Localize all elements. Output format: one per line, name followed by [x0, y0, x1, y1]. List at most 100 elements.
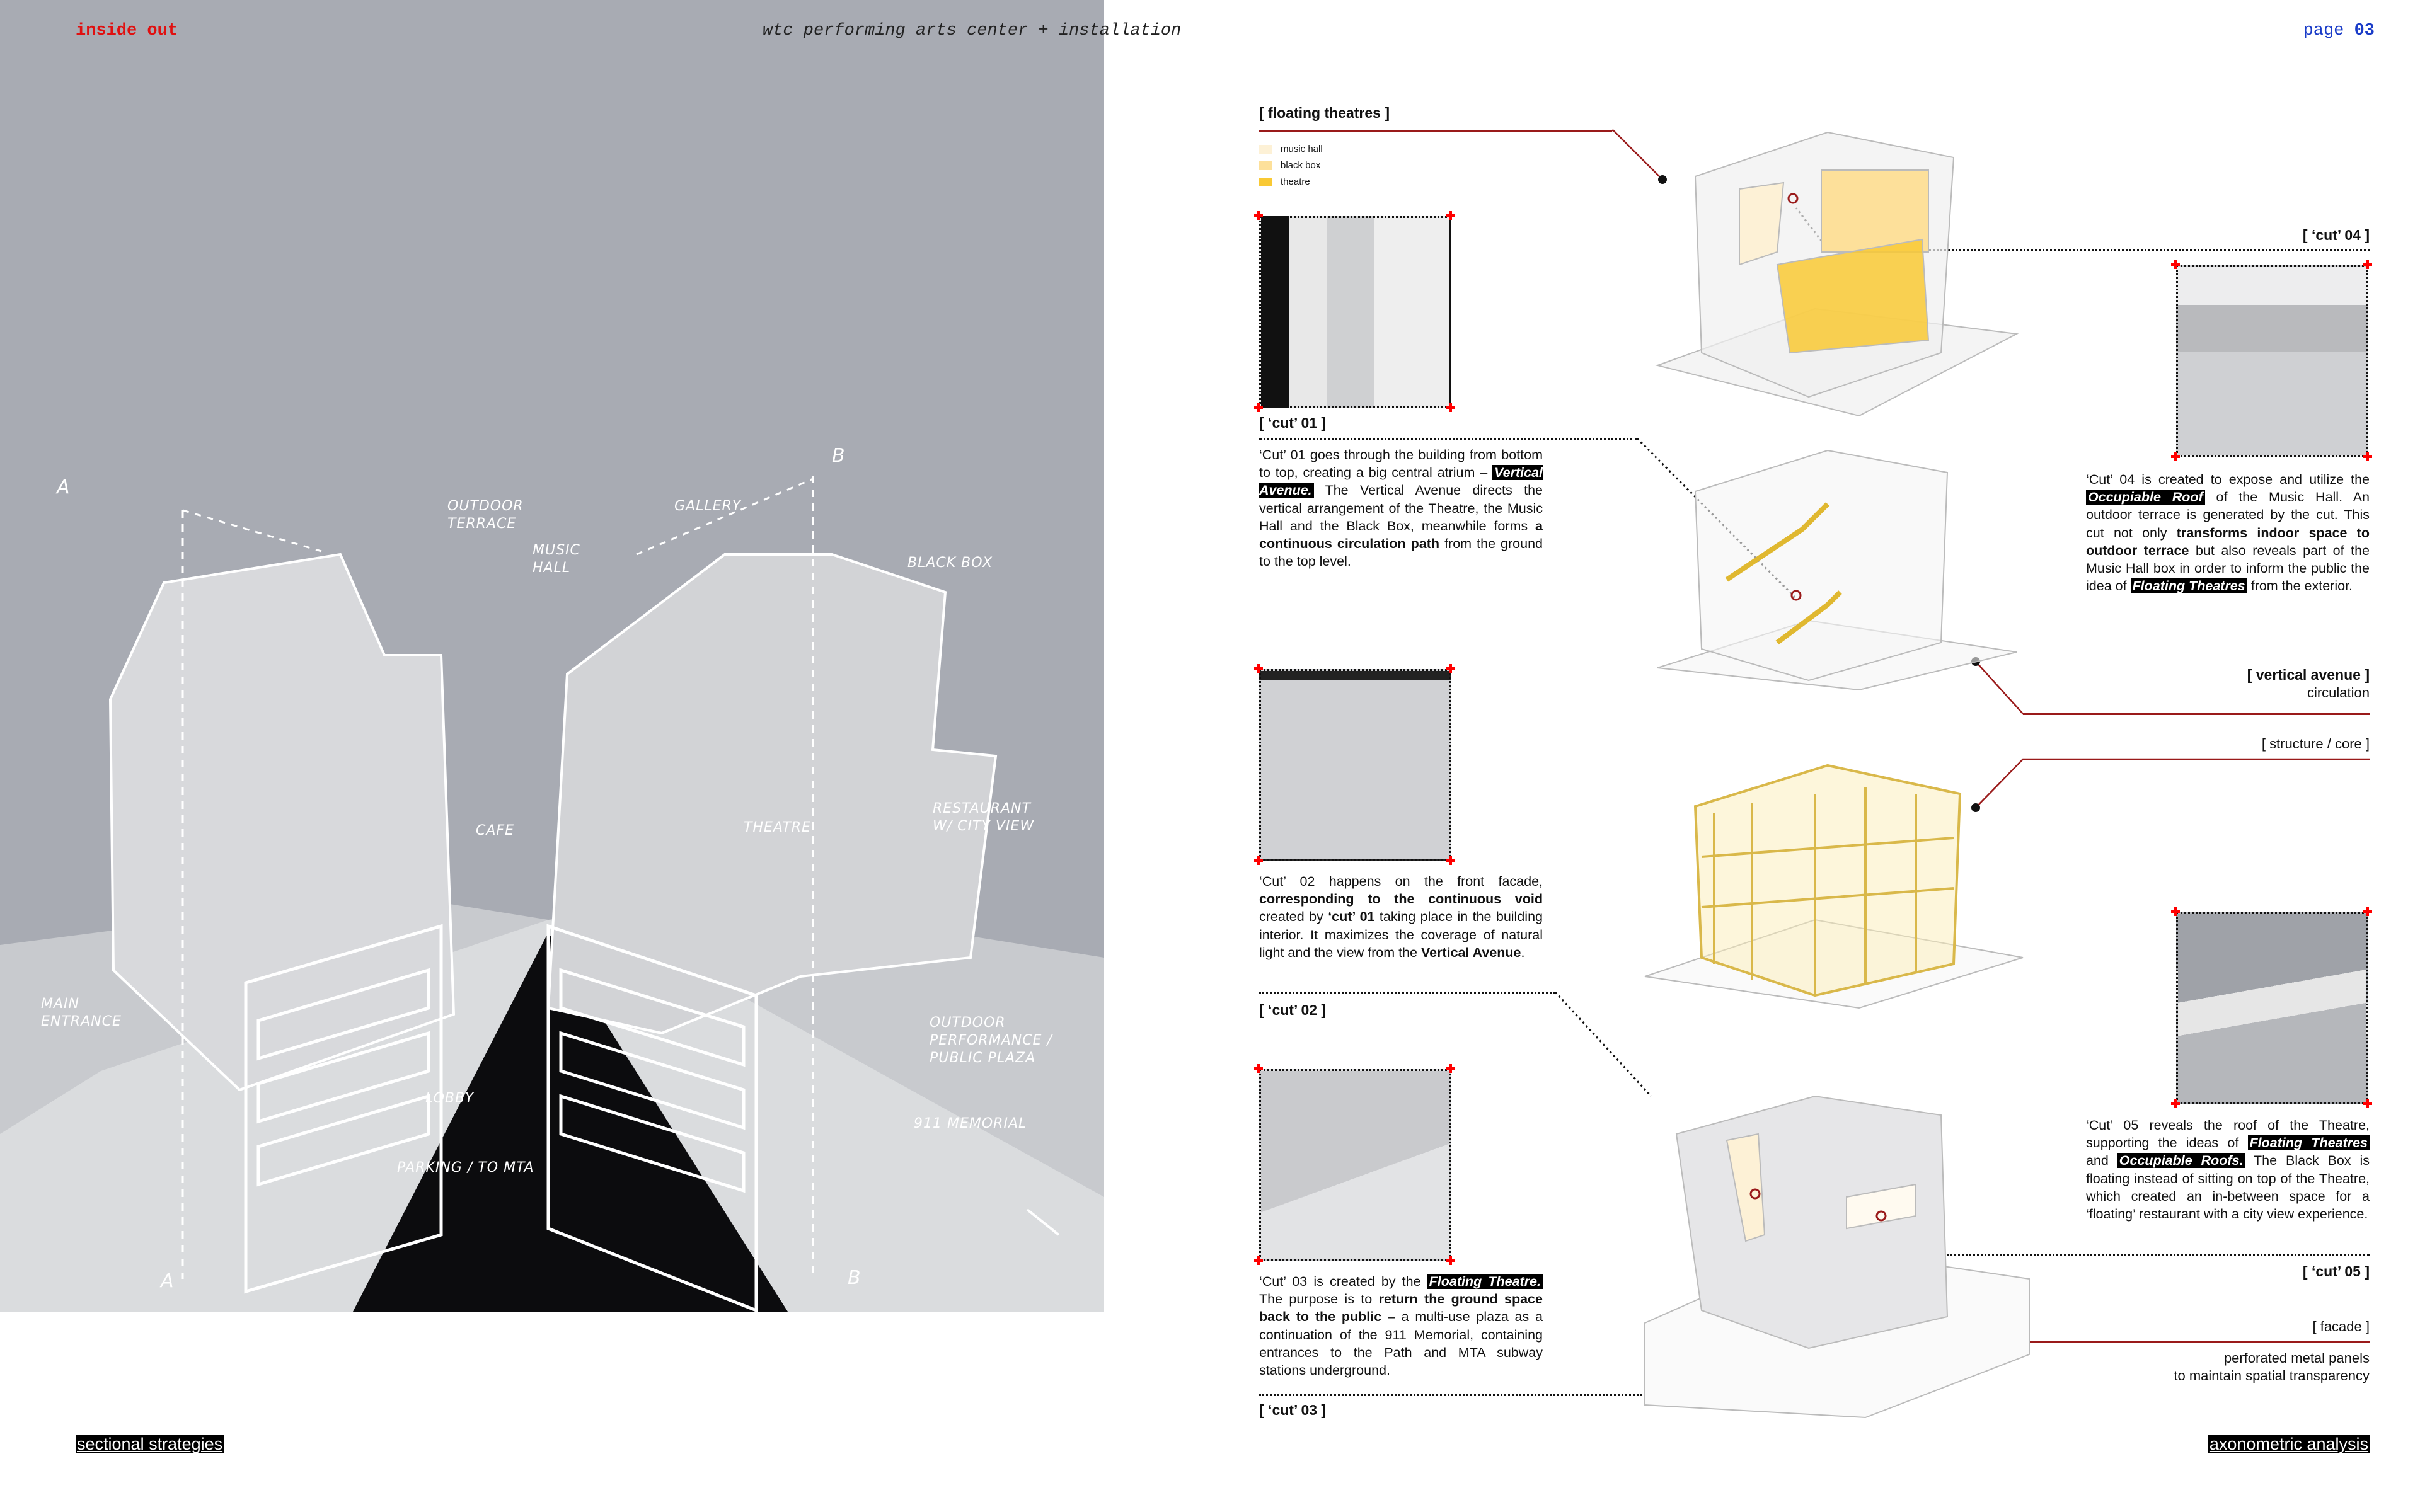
- facade-axon: [1644, 1095, 2030, 1419]
- label-main-entrance: MAIN ENTRANCE: [41, 996, 122, 1029]
- model-photo-drawing: [0, 476, 1104, 1312]
- label-gallery: GALLERY: [674, 498, 742, 514]
- text-run: but also reveals part of the Music Hall …: [2086, 542, 2370, 594]
- legend-label: music hall: [1281, 144, 1323, 154]
- crop-corner-marker: [2171, 452, 2180, 461]
- floating-theatres-axon: [1655, 131, 2019, 417]
- cut-02-text: ‘Cut’ 02 happens on the front facade, co…: [1259, 873, 1543, 961]
- crop-corner-marker: [2171, 907, 2180, 916]
- model-photo: A B A B OUTDOOR TERRACE MUSIC HALL GALLE…: [0, 0, 1104, 1312]
- bold-text: transforms indoor space to outdoor terra…: [2086, 525, 2370, 558]
- highlight-term: Occupiable Roofs.: [2117, 1153, 2245, 1169]
- legend-item: theatre: [1259, 176, 1310, 187]
- facade-sub-1: perforated metal panels: [2223, 1350, 2370, 1366]
- label-black-box: BLACK BOX: [908, 555, 993, 571]
- label-parking: PARKING / TO MTA: [397, 1160, 534, 1176]
- label-restaurant: RESTAURANT W/ CITY VIEW: [933, 801, 1035, 834]
- crop-corner-marker: [2363, 260, 2372, 269]
- text-run: The Black Box is floating instead of sit…: [2086, 1153, 2370, 1222]
- crop-corner-marker: [1254, 1256, 1263, 1265]
- bold-text: ‘cut’ 01: [1328, 909, 1375, 925]
- crop-corner-marker: [2363, 907, 2372, 916]
- cut-01-text: ‘Cut’ 01 goes through the building from …: [1259, 446, 1543, 570]
- text-run: created by: [1259, 909, 1328, 925]
- crop-corner-marker: [1446, 1256, 1455, 1265]
- label-cafe: CAFE: [476, 823, 514, 839]
- page-num: 03: [2354, 21, 2375, 40]
- highlight-term: Floating Theatres: [2130, 578, 2247, 594]
- crop-corner-marker: [1446, 403, 1455, 412]
- footer-axonometric-analysis: axonometric analysis: [2208, 1435, 2370, 1453]
- legend-label: black box: [1281, 160, 1321, 171]
- facade-heading: [ facade ]: [2312, 1319, 2370, 1334]
- cut-01-label: [ ‘cut’ 01 ]: [1259, 415, 1327, 431]
- highlight-term: Occupiable Roof: [2086, 490, 2205, 505]
- bold-text: Vertical Avenue: [1420, 944, 1521, 960]
- vertical-avenue-axon: [1657, 449, 2017, 691]
- legend-swatch: [1259, 177, 1272, 186]
- label-plaza: OUTDOOR PERFORMANCE / PUBLIC PLAZA: [930, 1015, 1052, 1066]
- label-lobby: LOBBY: [425, 1091, 475, 1106]
- section-mark-a-bottom: A: [161, 1270, 175, 1292]
- crop-corner-marker: [2363, 452, 2372, 461]
- text-run: from the ground to the top level.: [1259, 536, 1543, 570]
- vertical-avenue-sub: circulation: [2307, 685, 2370, 701]
- cut-04-label: [ ‘cut’ 04 ]: [2302, 227, 2370, 243]
- crop-corner-marker: [1446, 211, 1455, 220]
- text-run: and: [2086, 1153, 2118, 1169]
- bold-text: return the ground space back to the publ…: [1259, 1292, 1543, 1325]
- crop-corner-marker: [1254, 664, 1263, 673]
- label-outdoor-terrace: OUTDOOR TERRACE: [447, 498, 524, 532]
- cut-03-text: ‘Cut’ 03 is created by the Floating Thea…: [1259, 1273, 1543, 1379]
- legend-item: black box: [1259, 160, 1320, 171]
- page-label: page: [2303, 21, 2344, 40]
- section-mark-b-bottom: B: [848, 1267, 861, 1289]
- cut-01-photo: [1259, 216, 1451, 408]
- cut-02-label: [ ‘cut’ 02 ]: [1259, 1002, 1327, 1018]
- crop-corner-marker: [1446, 1064, 1455, 1073]
- cut-01-leader: [1259, 438, 1637, 440]
- text-run: – a multi-use plaza as a continuation of…: [1259, 1309, 1543, 1378]
- section-mark-b-top: B: [832, 445, 846, 467]
- structure-core-heading: [ structure / core ]: [2261, 736, 2370, 752]
- crop-corner-marker: [1254, 211, 1263, 220]
- crop-corner-marker: [1446, 856, 1455, 865]
- ground-void: [353, 932, 788, 1312]
- legend-item: music hall: [1259, 144, 1323, 154]
- crop-corner-marker: [2171, 260, 2180, 269]
- label-theatre: THEATRE: [744, 820, 811, 835]
- bold-text: corresponding to the continuous void: [1259, 891, 1543, 907]
- label-music-hall: MUSIC HALL: [533, 542, 580, 576]
- legend-swatch: [1259, 161, 1272, 170]
- floating-theatres-rule: [1259, 130, 1612, 132]
- cut-05-photo: [2176, 912, 2368, 1104]
- label-911-memorial: 911 MEMORIAL: [914, 1116, 1027, 1131]
- text-run: taking place in the building interior. I…: [1259, 909, 1543, 960]
- floating-theatres-heading: [ floating theatres ]: [1259, 105, 1390, 121]
- crop-corner-marker: [1254, 1064, 1263, 1073]
- cut-04-photo: [2176, 265, 2368, 457]
- text-run: of the Music Hall. An outdoor terrace is…: [2086, 490, 2370, 541]
- brand-name: inside out: [76, 21, 178, 40]
- text-run: from the exterior.: [2247, 578, 2353, 594]
- facade-sub-2: to maintain spatial transparency: [2174, 1368, 2370, 1383]
- legend-swatch: [1259, 144, 1272, 154]
- highlight-term: Floating Theatres: [2247, 1135, 2370, 1151]
- text-run: ‘Cut’ 02 happens on the front facade,: [1259, 874, 1543, 889]
- bold-text: a continuous circulation path: [1259, 518, 1543, 552]
- crop-corner-marker: [1446, 664, 1455, 673]
- cut-03-leader: [1259, 1394, 1669, 1396]
- page-title: wtc performing arts center + installatio…: [763, 21, 1182, 40]
- text-run: .: [1521, 944, 1525, 960]
- structure-core-axon: [1644, 764, 2024, 1009]
- crop-corner-marker: [2171, 1099, 2180, 1108]
- section-mark-a-top: A: [57, 476, 71, 498]
- cut-05-label: [ ‘cut’ 05 ]: [2302, 1263, 2370, 1280]
- vertical-avenue-heading: [ vertical avenue ]: [2247, 667, 2370, 683]
- page-number: page 03: [2303, 21, 2375, 40]
- text-run: The purpose is to: [1259, 1292, 1379, 1307]
- cut-02-leader: [1259, 992, 1555, 994]
- footer-sectional-strategies: sectional strategies: [76, 1435, 224, 1453]
- building-right: [546, 553, 998, 1035]
